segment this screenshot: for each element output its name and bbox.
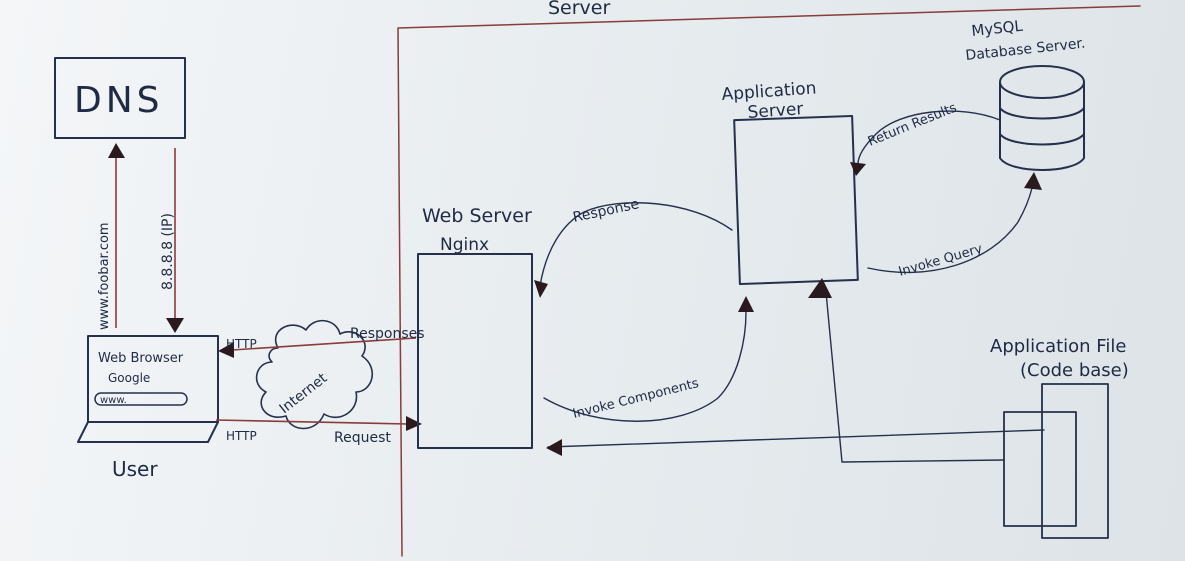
dns-domain-label: www.foobar.com	[97, 222, 112, 330]
dns-query-arrowhead	[108, 143, 125, 158]
web-server-subtitle: Nginx	[440, 235, 489, 255]
web-server-box	[417, 253, 533, 449]
code-file-back	[1041, 383, 1109, 539]
code-file-front	[1003, 411, 1077, 527]
http-response-arrowhead	[218, 342, 234, 358]
app-files-line1: Application File	[990, 336, 1126, 357]
app-server-box	[733, 114, 859, 286]
codebase-to-appserver-arrowhead	[808, 278, 832, 298]
response-label: Response	[572, 196, 641, 226]
invoke-query-arrowhead	[1024, 172, 1042, 190]
address-bar	[94, 392, 188, 406]
invoke-components-arrowhead	[738, 296, 754, 312]
browser-title: Web Browser	[98, 351, 184, 366]
response-arrowhead	[534, 280, 548, 298]
browser-name: Google	[108, 371, 150, 385]
laptop-base	[77, 421, 219, 443]
return-results-arrow	[857, 110, 1001, 165]
codebase-to-webserver-arrowhead	[546, 439, 562, 456]
internet-label: Internet	[277, 370, 331, 417]
address-text: www.	[100, 395, 127, 406]
codebase-to-appserver-line	[825, 291, 1005, 463]
invoke-query-label: Invoke Query	[897, 242, 985, 280]
mysql-line1: MySQL	[971, 17, 1025, 40]
server-boundary	[397, 5, 1141, 557]
http-response-line	[231, 337, 417, 351]
dns-reply-arrowhead	[166, 318, 184, 333]
request-label: Request	[334, 430, 391, 446]
database-icon	[999, 65, 1085, 171]
dns-box	[54, 57, 186, 139]
dns-label: DNS	[74, 80, 164, 121]
return-results-label: Return Results	[866, 100, 959, 149]
app-server-title-line2: Server	[747, 99, 804, 123]
mysql-line2: Database Server.	[965, 35, 1086, 63]
invoke-components-arrow	[543, 311, 747, 422]
http-request-line	[215, 419, 409, 425]
laptop-screen	[87, 335, 219, 423]
http-request-arrowhead	[406, 416, 422, 431]
codebase-to-webserver-line	[547, 429, 1045, 448]
invoke-query-arrow	[867, 187, 1033, 274]
response-arrow	[539, 202, 733, 287]
user-caption: User	[112, 457, 158, 481]
app-files-line2: (Code base)	[1020, 360, 1129, 381]
server-label: Server	[548, 0, 610, 19]
internet-cloud	[255, 319, 374, 430]
return-results-arrowhead	[850, 162, 866, 176]
http-top-label: HTTP	[226, 337, 257, 351]
http-bottom-label: HTTP	[226, 429, 257, 443]
web-server-title: Web Server	[422, 205, 532, 227]
dns-ip-label: 8.8.8.8 (IP)	[160, 213, 176, 290]
responses-label: Responses	[350, 326, 425, 342]
